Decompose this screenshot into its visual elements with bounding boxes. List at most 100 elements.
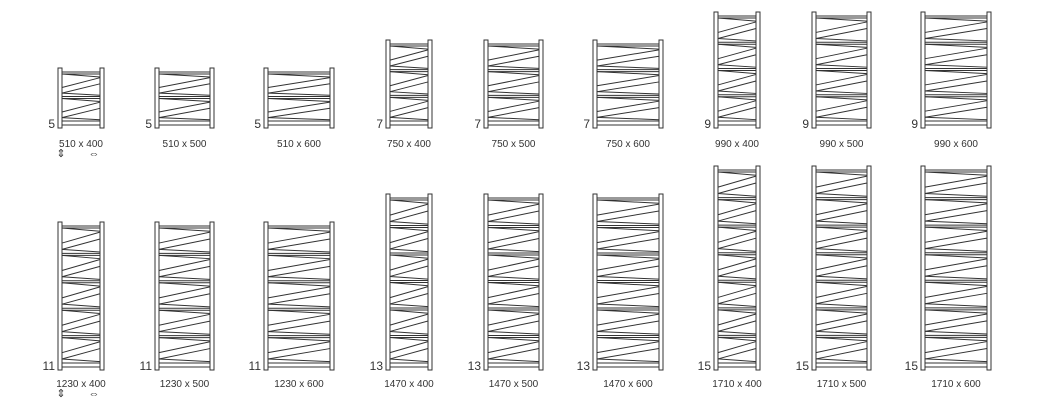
heating-section	[158, 254, 211, 282]
left-rail	[263, 221, 269, 371]
left-rail	[713, 11, 719, 129]
heating-section	[924, 336, 988, 364]
heating-section	[389, 45, 429, 71]
heating-section	[267, 98, 331, 122]
size-label: 1230 x 400	[56, 379, 106, 390]
right-rail	[99, 221, 105, 371]
heating-section	[924, 281, 988, 309]
heating-section	[158, 98, 211, 122]
heating-section	[61, 309, 101, 337]
size-label: 990 x 400	[715, 139, 759, 150]
heating-section	[267, 254, 331, 282]
heating-section	[389, 309, 429, 336]
right-rail	[986, 165, 992, 371]
right-rail	[755, 165, 761, 371]
heating-section	[596, 199, 660, 226]
heating-section	[596, 71, 660, 96]
heating-section	[596, 254, 660, 281]
size-label: 750 x 500	[492, 139, 536, 150]
right-rail	[99, 67, 105, 129]
size-label: 510 x 600	[277, 139, 321, 150]
right-rail	[658, 193, 664, 371]
left-rail	[811, 11, 817, 129]
vertical-arrow-icon: ⇕	[56, 148, 65, 160]
right-rail	[329, 67, 335, 129]
bar-count: 13	[370, 359, 384, 373]
heating-section	[487, 309, 540, 336]
heating-section	[389, 337, 429, 364]
heating-section	[717, 226, 757, 254]
left-rail	[385, 193, 391, 371]
right-rail	[755, 11, 761, 129]
heating-section	[596, 96, 660, 122]
right-rail	[866, 165, 872, 371]
heating-section	[389, 227, 429, 254]
heating-section	[158, 337, 211, 364]
heating-section	[267, 337, 331, 364]
heating-section	[815, 43, 868, 69]
left-rail	[57, 67, 63, 129]
left-rail	[385, 39, 391, 129]
heating-section	[815, 17, 868, 43]
heating-section	[596, 282, 660, 309]
heating-section	[487, 199, 540, 226]
heating-section	[61, 282, 101, 309]
right-rail	[538, 193, 544, 371]
heating-section	[717, 336, 757, 364]
size-label: 1710 x 600	[931, 379, 981, 390]
horizontal-arrow-icon: ⇔	[89, 388, 100, 400]
bar-count: 11	[249, 359, 262, 373]
size-label: 1710 x 500	[817, 379, 867, 390]
heating-section	[487, 96, 540, 122]
size-label: 1230 x 600	[274, 379, 324, 390]
heating-section	[717, 17, 757, 43]
vertical-arrow-icon: ⇕	[56, 388, 65, 400]
heating-section	[596, 227, 660, 254]
right-rail	[538, 39, 544, 129]
heating-section	[487, 337, 540, 364]
heating-section	[158, 282, 211, 309]
heating-section	[717, 96, 757, 122]
heating-section	[924, 17, 988, 43]
size-label: 1230 x 500	[160, 379, 210, 390]
bar-count: 5	[48, 117, 55, 131]
heating-section	[267, 73, 331, 97]
bar-count: 13	[577, 359, 591, 373]
heating-section	[924, 199, 988, 226]
bar-count: 5	[145, 117, 152, 131]
heating-section	[389, 96, 429, 122]
radiator-model: 11 1230 x 600	[249, 221, 335, 390]
size-label: 990 x 500	[820, 139, 864, 150]
bar-count: 9	[911, 117, 918, 131]
left-rail	[592, 193, 598, 371]
left-rail	[57, 221, 63, 371]
left-rail	[811, 165, 817, 371]
bar-count: 15	[796, 359, 810, 373]
right-rail	[427, 39, 433, 129]
heating-section	[61, 227, 101, 254]
heating-section	[717, 254, 757, 281]
bar-count: 15	[698, 359, 712, 373]
left-rail	[713, 165, 719, 371]
heating-section	[924, 171, 988, 199]
heating-section	[389, 282, 429, 309]
heating-section	[924, 309, 988, 336]
radiator-model: 15 1710 x 500	[796, 165, 872, 390]
left-rail	[592, 39, 598, 129]
horizontal-arrow-icon: ⇔	[89, 148, 100, 160]
right-rail	[658, 39, 664, 129]
size-label: 750 x 600	[606, 139, 650, 150]
size-label: 1710 x 400	[712, 379, 762, 390]
heating-section	[61, 98, 101, 122]
bar-count: 11	[43, 359, 56, 373]
left-rail	[263, 67, 269, 129]
